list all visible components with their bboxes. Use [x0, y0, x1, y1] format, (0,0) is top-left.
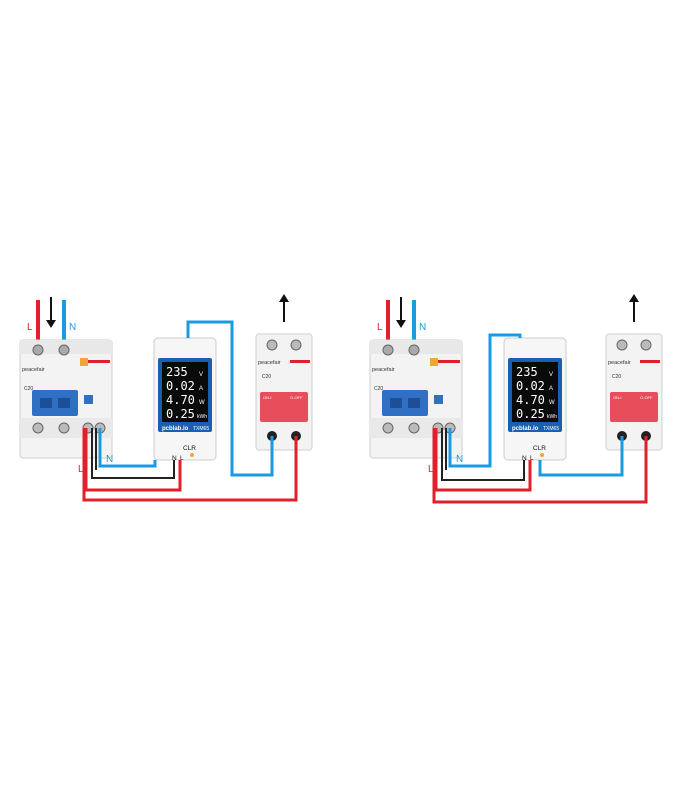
meter-model: TXM65 [193, 426, 209, 432]
isolation-switch: peacefair C20 ON-I O-OFF [255, 333, 313, 451]
switch-off-label: O-OFF [290, 395, 303, 400]
switch-rating: C20 [262, 374, 271, 380]
reading-power: 4.70 [166, 393, 195, 407]
switch-rating: C20 [612, 374, 621, 380]
reading-current: 0.02 [166, 379, 195, 393]
meter-brand: pcblab.io [162, 426, 189, 432]
rcbo-breaker: peacefair C20 [19, 339, 113, 459]
switch-brand: peacefair [608, 360, 631, 366]
reading-energy: 0.25 [516, 407, 545, 421]
unit-power: W [199, 400, 205, 406]
unit-voltage: V [549, 372, 553, 378]
label-neutral-in: N [419, 322, 426, 333]
isolation-switch: peacefair C20 ON-I O-OFF [605, 333, 663, 451]
terminal-clr-label: CLR [533, 445, 546, 452]
switch-handle[interactable] [610, 392, 658, 422]
unit-current: A [199, 386, 203, 392]
breaker-brand: peacefair [22, 367, 45, 373]
rcbo-breaker: peacefair C20 [369, 339, 463, 459]
wiring-diagram-right: L N peacefair C20 235 V [369, 294, 663, 504]
wiring-diagram-left: L N peacefair C20 235 [19, 294, 313, 502]
arrow-down-head-icon [396, 320, 406, 328]
switch-handle[interactable] [260, 392, 308, 422]
breaker-handle[interactable] [32, 390, 78, 416]
meter-model: TXM65 [543, 426, 559, 432]
unit-energy: kWh [197, 414, 207, 420]
label-neutral-in: N [69, 322, 76, 333]
terminal-n-label: N [522, 455, 527, 462]
arrow-up-head-icon [629, 294, 639, 302]
terminal-l-label: L [180, 455, 184, 462]
reading-voltage: 235 [166, 365, 188, 379]
terminal-l-label: L [530, 455, 534, 462]
clr-indicator-icon [540, 453, 544, 457]
switch-off-label: O-OFF [640, 395, 653, 400]
test-button[interactable] [84, 395, 93, 404]
unit-voltage: V [199, 372, 203, 378]
terminal-n-label: N [172, 455, 177, 462]
meter-brand: pcblab.io [512, 426, 539, 432]
meter-display [162, 362, 208, 422]
arrow-up-head-icon [279, 294, 289, 302]
label-neutral-out: N [456, 454, 463, 465]
breaker-rating: C20 [374, 386, 383, 392]
reading-voltage: 235 [516, 365, 538, 379]
switch-brand: peacefair [258, 360, 281, 366]
label-neutral-out: N [106, 454, 113, 465]
switch-on-label: ON-I [263, 395, 271, 400]
terminal-clr-label: CLR [183, 445, 196, 452]
label-live-out: L [78, 464, 84, 475]
energy-meter: 235 V 0.02 A 4.70 W 0.25 kWh pcblab.io T… [503, 337, 567, 462]
unit-current: A [549, 386, 553, 392]
reading-energy: 0.25 [166, 407, 195, 421]
arrow-down-head-icon [46, 320, 56, 328]
unit-power: W [549, 400, 555, 406]
meter-display [512, 362, 558, 422]
label-live-in: L [377, 322, 383, 333]
breaker-brand: peacefair [372, 367, 395, 373]
breaker-rating: C20 [24, 386, 33, 392]
energy-meter: 235 V 0.02 A 4.70 W 0.25 kWh pcblab.io T… [153, 337, 217, 462]
switch-on-label: ON-I [613, 395, 621, 400]
breaker-handle[interactable] [382, 390, 428, 416]
test-button[interactable] [434, 395, 443, 404]
reading-power: 4.70 [516, 393, 545, 407]
unit-energy: kWh [547, 414, 557, 420]
label-live-out: L [428, 464, 434, 475]
clr-indicator-icon [190, 453, 194, 457]
output-wires [82, 320, 298, 502]
label-live-in: L [27, 322, 33, 333]
output-wires [432, 333, 648, 504]
reading-current: 0.02 [516, 379, 545, 393]
